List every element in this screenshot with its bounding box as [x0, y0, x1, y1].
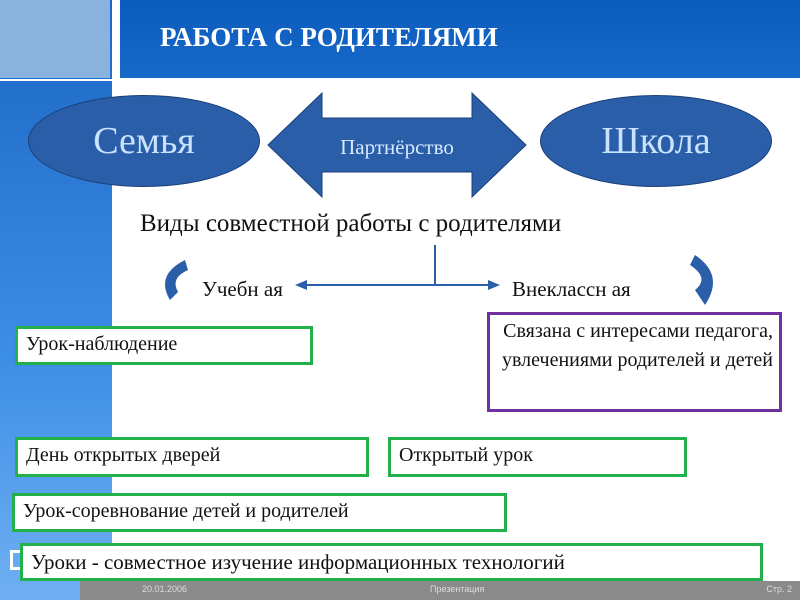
title-bar [120, 0, 800, 78]
item-open-doors-day: День открытых дверей [15, 437, 369, 477]
corner-square [0, 0, 110, 78]
branch-educational: Учебн ая [202, 277, 283, 301]
branch-extracurricular: Внеклассн ая [512, 277, 631, 301]
double-arrow-icon [267, 91, 527, 199]
item-observation-lesson: Урок-наблюдение [15, 326, 313, 365]
extracurricular-description: Связана с интересами педагога, увлечения… [487, 312, 782, 412]
slide-title: РАБОТА С РОДИТЕЛЯМИ [160, 22, 498, 52]
school-ellipse: Школа [540, 95, 772, 187]
item-open-lesson: Открытый урок [388, 437, 687, 477]
footer-date: 20.01.2006 [142, 584, 188, 594]
family-ellipse: Семья [28, 95, 260, 187]
footer-page: Стр. 2 [766, 584, 792, 594]
footer: 20.01.2006 Презентация Стр. 2 [80, 581, 800, 600]
divider [115, 0, 117, 600]
connector-lines [165, 245, 713, 305]
partnership-label: Партнёрство [340, 135, 454, 159]
curved-arrow-right-icon [690, 255, 713, 305]
curved-arrow-left-icon [165, 260, 188, 300]
item-competition-lesson: Урок-соревнование детей и родителей [12, 493, 507, 532]
divider [0, 79, 120, 81]
item-it-lessons: Уроки - совместное изучение информационн… [20, 543, 763, 581]
subtitle: Виды совместной работы с родителями [140, 210, 562, 237]
footer-center: Презентация [430, 584, 485, 594]
